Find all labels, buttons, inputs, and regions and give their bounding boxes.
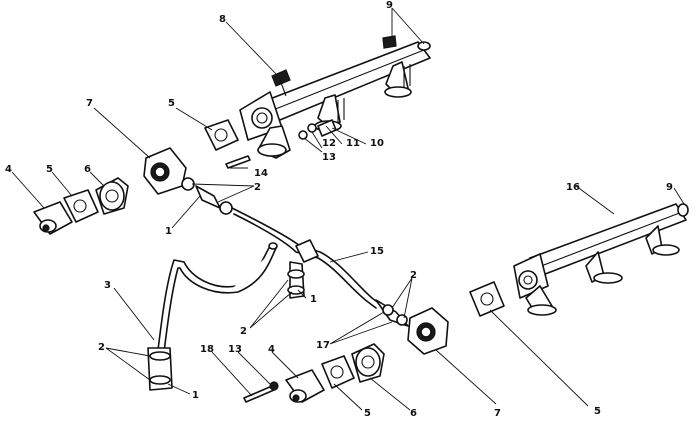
callout-2-mid: 2: [240, 326, 247, 337]
callout-5-upper: 5: [168, 98, 175, 109]
callout-15: 15: [370, 246, 384, 257]
callout-10: 10: [370, 138, 384, 149]
callout-6-lower: 6: [410, 408, 417, 419]
thermostat-lower: [351, 343, 385, 383]
callout-13-lower: 13: [228, 344, 242, 355]
housing-cover-left: [33, 201, 73, 235]
flange-gasket-right: [469, 281, 505, 317]
callout-17: 17: [316, 340, 330, 351]
callout-8: 8: [219, 14, 226, 25]
thermostat-left: [95, 177, 129, 215]
callout-9-upper: 9: [386, 0, 393, 11]
leader-lines: [11, 7, 685, 411]
callout-18: 18: [200, 344, 214, 355]
flange-gasket-lower: [321, 355, 355, 389]
flange-gasket-upper: [204, 119, 239, 151]
stud-bolt-8: [271, 69, 291, 97]
callout-4-left: 4: [5, 164, 12, 175]
callout-1-top: 1: [165, 226, 172, 237]
callout-5-left: 5: [46, 164, 53, 175]
callout-3: 3: [104, 280, 111, 291]
callout-6-left: 6: [84, 164, 91, 175]
callout-2-top: 2: [254, 182, 261, 193]
callout-5-lower: 5: [364, 408, 371, 419]
bolt-18: [243, 381, 279, 403]
connecting-tube-15: [231, 207, 381, 309]
callout-7-right: 7: [494, 408, 501, 419]
callout-11: 11: [346, 138, 360, 149]
lower-manifold-pipe-16: [513, 203, 689, 316]
upper-manifold-pipe: [239, 35, 431, 159]
stud-14: [225, 155, 251, 169]
callout-12: 12: [322, 138, 336, 149]
housing-cover-lower: [285, 369, 325, 403]
callout-4-lower: 4: [268, 344, 275, 355]
callout-16: 16: [566, 182, 580, 193]
callout-1-mid: 1: [310, 294, 317, 305]
callout-14: 14: [254, 168, 268, 179]
thermostat-housing-left: [143, 147, 187, 195]
callout-labels: 8 9 5 7 4 5 6 14 2 1 12 11 10 13 15 1 2 …: [5, 0, 673, 419]
callout-5-right: 5: [594, 406, 601, 417]
callout-1-bottom: 1: [192, 390, 199, 401]
bent-tube-3: [147, 242, 278, 391]
callout-2-left: 2: [98, 342, 105, 353]
callout-7-left: 7: [86, 98, 93, 109]
washer-nut-group: [298, 119, 337, 140]
callout-2-right: 2: [410, 270, 417, 281]
callout-13-upper: 13: [322, 152, 336, 163]
callout-9-right: 9: [666, 182, 673, 193]
flange-gasket-left: [63, 189, 99, 223]
thermostat-housing-right: [407, 307, 449, 355]
